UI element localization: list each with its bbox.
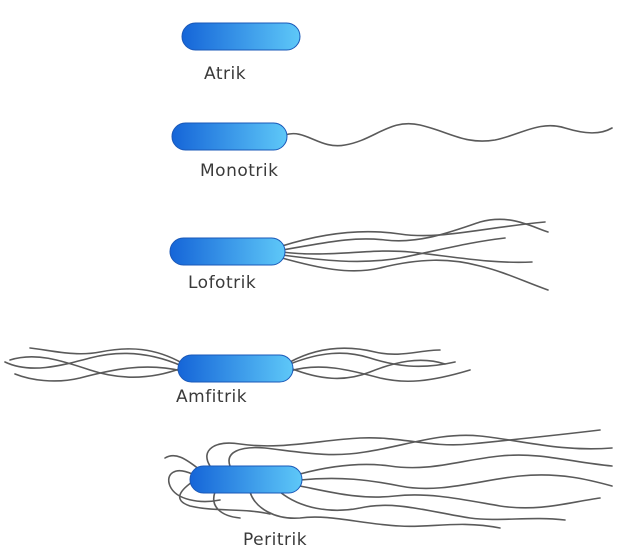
amfitrik-left-flagella bbox=[5, 348, 182, 381]
peritrik-cell bbox=[190, 466, 302, 493]
monotrik-cell bbox=[172, 123, 287, 150]
label-lofotrik: Lofotrik bbox=[188, 273, 256, 293]
amfitrik-cell bbox=[178, 355, 293, 382]
label-amfitrik: Amfitrik bbox=[176, 387, 247, 407]
lofotrik-flagella bbox=[282, 219, 548, 290]
atrik-cell bbox=[182, 23, 300, 50]
label-peritrik: Peritrik bbox=[243, 530, 307, 550]
label-atrik: Atrik bbox=[204, 64, 246, 84]
label-monotrik: Monotrik bbox=[200, 161, 278, 181]
lofotrik-cell bbox=[170, 238, 285, 265]
monotrik-flagellum bbox=[285, 124, 612, 146]
amfitrik-right-flagella bbox=[290, 348, 470, 381]
